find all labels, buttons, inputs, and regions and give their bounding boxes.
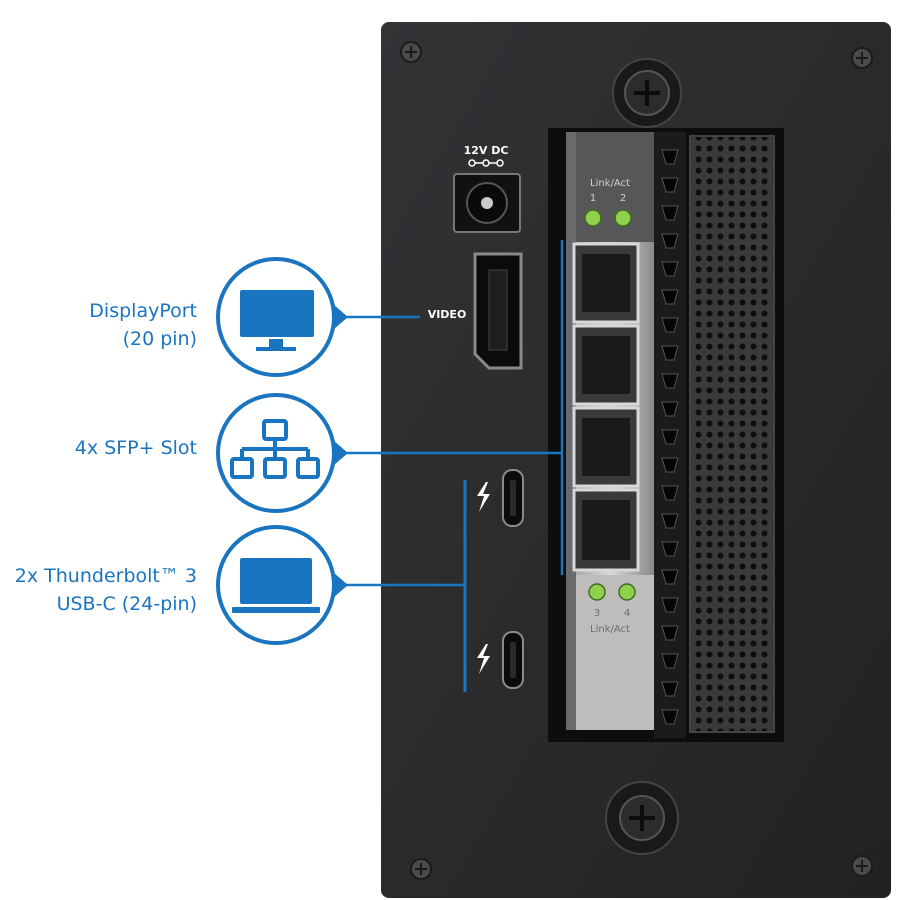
bottom-thumbscrew-icon [605,781,679,855]
perforated-vent-panel [690,136,774,732]
monitor-icon [240,290,314,351]
laptop-icon [232,558,320,613]
thunderbolt-icon-2 [477,644,490,674]
callout-label-thunderbolt: 2x Thunderbolt™ 3 USB-C (24-pin) [15,562,197,618]
led-4 [618,583,636,601]
led-3 [588,583,606,601]
dc-power-jack [453,173,521,233]
dc-polarity-icon [468,159,504,167]
led-1 [584,209,602,227]
corner-screw-icons [400,41,873,880]
led-top-label: Link/Act [590,178,630,189]
vented-slot-strip [654,132,686,738]
led-bottom-label: Link/Act [590,624,630,635]
power-label: 12V DC [464,144,509,157]
network-hierarchy-icon [230,419,320,479]
callout-lines [334,240,564,692]
video-label: VIDEO [428,308,467,321]
sfp-cages [572,242,640,572]
led-bottom-number-3: 3 [594,608,600,619]
top-thumbscrew-icon [612,58,682,128]
callout-circle-sfp [216,393,348,513]
callout-line-1: DisplayPort [89,300,197,322]
callout-line-1: 4x SFP+ Slot [74,437,197,459]
led-top-number-2: 2 [620,193,626,204]
callout-line-2: (20 pin) [122,328,197,350]
displayport-connector [473,252,523,370]
thunderbolt-port-2 [502,631,524,689]
led-top-number-1: 1 [590,193,596,204]
callout-label-displayport: DisplayPort (20 pin) [89,297,197,353]
thunderbolt-port-1 [502,469,524,527]
led-bottom-number-4: 4 [624,608,630,619]
thunderbolt-icon-1 [477,482,490,512]
callout-label-sfp: 4x SFP+ Slot [75,434,197,462]
led-2 [614,209,632,227]
callout-line-2: USB-C (24-pin) [56,593,197,615]
callout-line-1: 2x Thunderbolt™ 3 [14,565,197,587]
